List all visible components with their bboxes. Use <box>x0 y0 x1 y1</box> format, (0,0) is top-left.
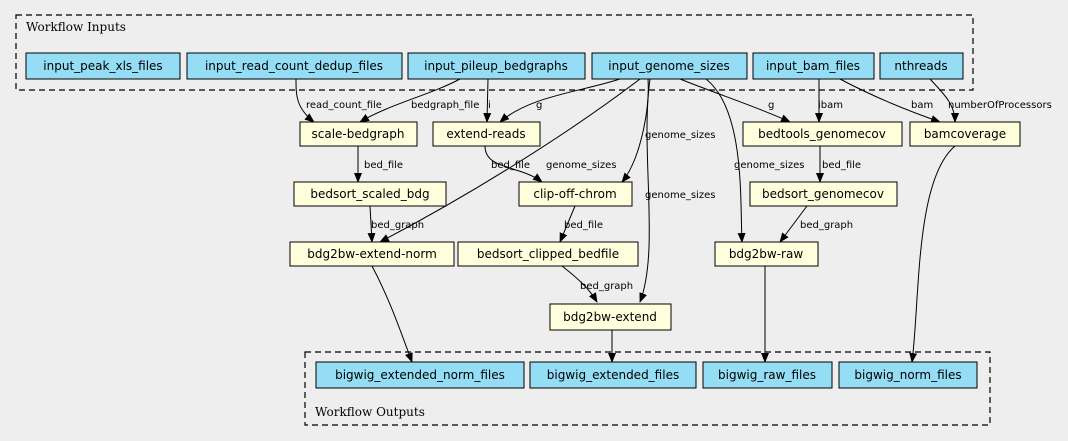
edge-label: genome_sizes <box>645 190 715 201</box>
node-label: bamcoverage <box>924 127 1006 141</box>
edge-bedsort-clipped-bedfile-to-bdg2bw-extend: bed_graph <box>561 265 633 303</box>
edge-label: bed_file <box>491 160 530 171</box>
input-node-bam-files: input_bam_files <box>752 52 875 80</box>
edge-nthreads-to-bamcoverage: numberOfProcessors <box>929 78 1052 123</box>
workflow-outputs-title: Workflow Outputs <box>315 405 425 419</box>
input-nodes: input_peak_xls_files input_read_count_de… <box>25 52 964 80</box>
node-label: bedsort_genomecov <box>762 187 884 201</box>
output-node-bigwig-extended-norm-files: bigwig_extended_norm_files <box>315 361 525 389</box>
edge-label: ibam <box>818 100 843 111</box>
output-node-bigwig-extended-files: bigwig_extended_files <box>529 361 697 389</box>
edge-label: bedgraph_file <box>411 100 479 111</box>
step-node-bedtools-genomecov: bedtools_genomecov <box>742 121 903 147</box>
node-label: bedtools_genomecov <box>758 127 886 141</box>
edge-pileup-to-extend-reads: i <box>483 78 492 123</box>
edge-label: g <box>768 100 774 111</box>
input-node-pileup-bedgraphs: input_pileup_bedgraphs <box>407 52 586 80</box>
node-label: clip-off-chrom <box>533 187 616 201</box>
node-label: input_pileup_bedgraphs <box>424 59 568 73</box>
edge-label: bed_file <box>364 160 403 171</box>
node-label: bdg2bw-extend <box>563 310 657 324</box>
node-label: bigwig_extended_norm_files <box>335 368 505 382</box>
edge-label: genome_sizes <box>546 160 616 171</box>
step-node-bdg2bw-raw: bdg2bw-raw <box>714 241 819 267</box>
edge-read-count-to-scale-bedgraph: read_count_file <box>295 78 382 123</box>
node-label: bedsort_clipped_bedfile <box>477 247 619 261</box>
edge-label: g <box>536 100 542 111</box>
edge-genome-sizes-to-clip-off-chrom: genome_sizes <box>621 78 715 183</box>
edge-clip-off-chrom-to-bedsort-clipped-bedfile: bed_file <box>559 205 603 243</box>
edge-extend-reads-to-clip-off-chrom: bed_file <box>484 145 543 183</box>
step-node-bdg2bw-extend-norm: bdg2bw-extend-norm <box>289 241 455 267</box>
input-node-peak-xls-files: input_peak_xls_files <box>25 52 181 80</box>
workflow-inputs-cluster: Workflow Inputs <box>15 14 974 91</box>
node-label: input_genome_sizes <box>608 59 729 73</box>
edge-bdg2bw-extend-norm-to-bigwig-extended-norm <box>371 265 413 363</box>
edge-genome-sizes-to-extend-reads: g <box>499 78 621 123</box>
node-label: input_read_count_dedup_files <box>205 59 383 73</box>
node-label: nthreads <box>894 59 947 73</box>
input-node-read-count-dedup-files: input_read_count_dedup_files <box>186 52 403 80</box>
output-node-bigwig-norm-files: bigwig_norm_files <box>838 361 978 389</box>
edge-bedsort-genomecov-to-bdg2bw-raw: bed_graph <box>779 205 853 243</box>
edge-label: bed_graph <box>580 281 633 292</box>
edge-label: bed_file <box>822 160 861 171</box>
edge-label: genome_sizes <box>645 130 715 141</box>
edge-label: bed_file <box>564 220 603 231</box>
edge-label: bam <box>911 100 933 111</box>
edges: read_count_file bedgraph_file i g g ibam… <box>295 78 1052 363</box>
step-node-clip-off-chrom: clip-off-chrom <box>518 181 633 207</box>
edge-label: read_count_file <box>306 100 382 111</box>
input-node-genome-sizes: input_genome_sizes <box>591 52 748 80</box>
workflow-outputs-cluster: Workflow Outputs <box>304 351 991 426</box>
node-label: input_peak_xls_files <box>43 59 162 73</box>
node-label: bdg2bw-raw <box>729 247 804 261</box>
step-node-bedsort-clipped-bedfile: bedsort_clipped_bedfile <box>457 241 639 267</box>
step-node-bamcoverage: bamcoverage <box>909 121 1021 147</box>
edge-bam-to-bedtools-genomecov: ibam <box>815 79 843 123</box>
edge-bamcoverage-to-bigwig-norm <box>909 145 956 363</box>
output-node-bigwig-raw-files: bigwig_raw_files <box>702 361 833 389</box>
step-node-scale-bedgraph: scale-bedgraph <box>299 121 418 147</box>
edge-genome-sizes-to-bdg2bw-extend: genome_sizes <box>639 78 715 303</box>
edge-label: bed_graph <box>371 220 424 231</box>
edge-label: i <box>488 100 491 111</box>
edge-genome-sizes-to-bdg2bw-raw: genome_sizes <box>705 78 804 243</box>
input-node-nthreads: nthreads <box>879 52 964 80</box>
output-nodes: bigwig_extended_norm_files bigwig_extend… <box>315 361 978 389</box>
workflow-inputs-title: Workflow Inputs <box>26 20 126 34</box>
node-label: extend-reads <box>446 127 525 141</box>
edge-bam-to-bamcoverage: bam <box>839 78 941 123</box>
edge-label: genome_sizes <box>734 160 804 171</box>
edge-label: numberOfProcessors <box>948 100 1052 111</box>
step-node-extend-reads: extend-reads <box>432 121 541 147</box>
node-label: bedsort_scaled_bdg <box>310 187 429 201</box>
node-label: bigwig_norm_files <box>854 368 961 382</box>
node-label: bdg2bw-extend-norm <box>307 247 437 261</box>
step-nodes: scale-bedgraph extend-reads bedtools_gen… <box>289 121 1021 331</box>
edge-scale-bedgraph-to-bedsort-scaled-bdg: bed_file <box>354 146 403 183</box>
step-node-bdg2bw-extend: bdg2bw-extend <box>549 303 672 331</box>
edge-bedtools-genomecov-to-bedsort-genomecov: bed_file <box>816 146 861 183</box>
step-node-bedsort-genomecov: bedsort_genomecov <box>749 181 898 207</box>
edge-bedsort-scaled-bdg-to-bdg2bw-extend-norm: bed_graph <box>367 205 424 243</box>
node-label: input_bam_files <box>766 59 860 73</box>
edge-label: bed_graph <box>800 220 853 231</box>
step-node-bedsort-scaled-bdg: bedsort_scaled_bdg <box>293 181 447 207</box>
edge-genome-sizes-to-bedtools-genomecov: g <box>679 78 791 123</box>
edge-pileup-to-scale-bedgraph: bedgraph_file <box>359 78 479 123</box>
node-label: scale-bedgraph <box>312 127 405 141</box>
node-label: bigwig_extended_files <box>547 368 679 382</box>
node-label: bigwig_raw_files <box>718 368 816 382</box>
